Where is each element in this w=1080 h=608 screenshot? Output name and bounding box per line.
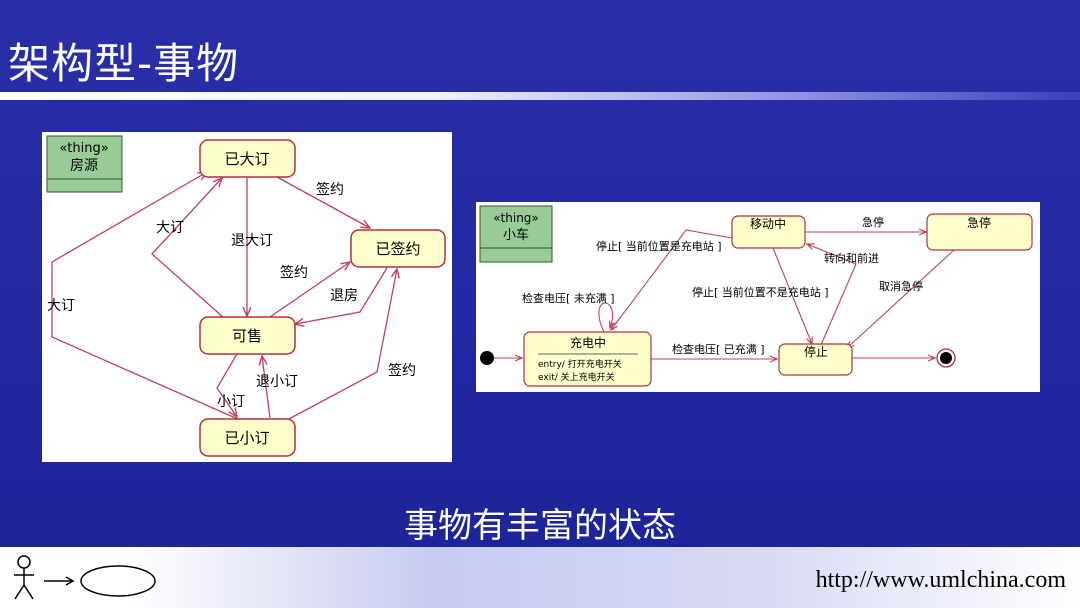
thing-stereotype: «thing» xyxy=(59,141,108,156)
label-check-not-full: 检查电压[ 未充满 ] xyxy=(522,291,615,305)
label-emergency-stop: 急停 xyxy=(862,215,884,229)
label-stop-not-station: 停止[ 当前位置不是充电站 ] xyxy=(692,285,829,299)
svg-text:已大订: 已大订 xyxy=(224,150,269,168)
edge-sign-mid xyxy=(269,262,350,318)
svg-text:移动中: 移动中 xyxy=(750,216,786,231)
label-turn-forward: 转向和前进 xyxy=(824,251,879,265)
slide-caption: 事物有丰富的状态 xyxy=(404,506,676,546)
initial-node xyxy=(480,351,494,365)
final-node xyxy=(936,348,956,368)
charging-entry: entry/ 打开充电开关 xyxy=(538,358,622,370)
footer-url: http://www.umlchina.com xyxy=(815,567,1066,593)
svg-text:急停: 急停 xyxy=(967,215,991,230)
label-small-order: 小订 xyxy=(217,394,245,410)
state-emergency: 急停 xyxy=(926,213,1033,251)
title-rule xyxy=(0,92,1080,100)
house-state-diagram: «thing» 房源 已大订 已签约 可售 已小订 签约 大订 退大订 签约 退… xyxy=(42,132,452,462)
svg-text:停止: 停止 xyxy=(804,344,828,359)
label-sign-top: 签约 xyxy=(316,181,344,198)
state-for-sale: 可售 xyxy=(199,316,296,355)
label-sign-mid: 签约 xyxy=(280,264,308,281)
edge-check-not-full xyxy=(598,302,613,333)
edge-cancel-emergency xyxy=(847,249,955,348)
edge-big-order-outer xyxy=(51,172,241,421)
state-charging: 充电中 entry/ 打开充电开关 exit/ 关上充电开关 xyxy=(523,331,652,387)
state-moving: 移动中 xyxy=(731,215,806,249)
edge-big-order-inner xyxy=(151,178,225,319)
label-sign-bottom: 签约 xyxy=(388,362,416,379)
svg-text:已签约: 已签约 xyxy=(375,240,420,258)
edge-return-house xyxy=(295,267,388,324)
edge-sign-top xyxy=(276,176,370,228)
thing-stereotype: «thing» xyxy=(493,211,539,225)
svg-text:充电中: 充电中 xyxy=(570,335,606,350)
label-cancel-big-order: 退大订 xyxy=(231,233,273,249)
state-signed: 已签约 xyxy=(350,229,446,268)
label-big-order-inner: 大订 xyxy=(156,220,184,236)
edge-small-order xyxy=(216,353,237,417)
thing-name: 房源 xyxy=(70,158,98,174)
footer-bar: http://www.umlchina.com xyxy=(0,547,1080,608)
svg-text:已小订: 已小订 xyxy=(224,429,269,447)
slide-title: 架构型-事物 xyxy=(8,39,240,88)
state-small-order: 已小订 xyxy=(199,418,296,457)
actor-usecase-logo-icon xyxy=(14,555,156,600)
thing-box-house: «thing» 房源 xyxy=(46,135,123,193)
charging-exit: exit/ 关上充电开关 xyxy=(538,371,615,383)
thing-box-cart: «thing» 小车 xyxy=(479,205,553,263)
cart-state-diagram-svg: «thing» 小车 充电中 entry/ 打开充电开关 exit/ 关上充电开… xyxy=(479,205,1033,387)
state-stopped: 停止 xyxy=(778,343,853,376)
label-stop-at-station: 停止[ 当前位置是充电站 ] xyxy=(596,239,722,253)
thing-name: 小车 xyxy=(503,227,529,243)
label-check-full: 检查电压[ 已充满 ] xyxy=(672,342,765,356)
cart-state-diagram: «thing» 小车 充电中 entry/ 打开充电开关 exit/ 关上充电开… xyxy=(476,202,1040,392)
label-return-house: 退房 xyxy=(330,288,358,304)
svg-text:可售: 可售 xyxy=(232,327,262,345)
label-cancel-emergency: 取消急停 xyxy=(879,279,923,293)
label-big-order-outer: 大订 xyxy=(47,298,75,314)
label-cancel-small-order: 退小订 xyxy=(256,374,298,390)
edge-stop-not-station xyxy=(772,247,812,344)
edge-sign-bottom xyxy=(286,269,397,421)
state-big-order: 已大订 xyxy=(199,139,296,178)
edge-cancel-small-order xyxy=(262,356,271,419)
edge-stop-at-station xyxy=(611,229,733,330)
edge-turn-forward xyxy=(807,244,857,346)
house-state-diagram-svg: «thing» 房源 已大订 已签约 可售 已小订 签约 大订 退大订 签约 退… xyxy=(46,135,446,457)
